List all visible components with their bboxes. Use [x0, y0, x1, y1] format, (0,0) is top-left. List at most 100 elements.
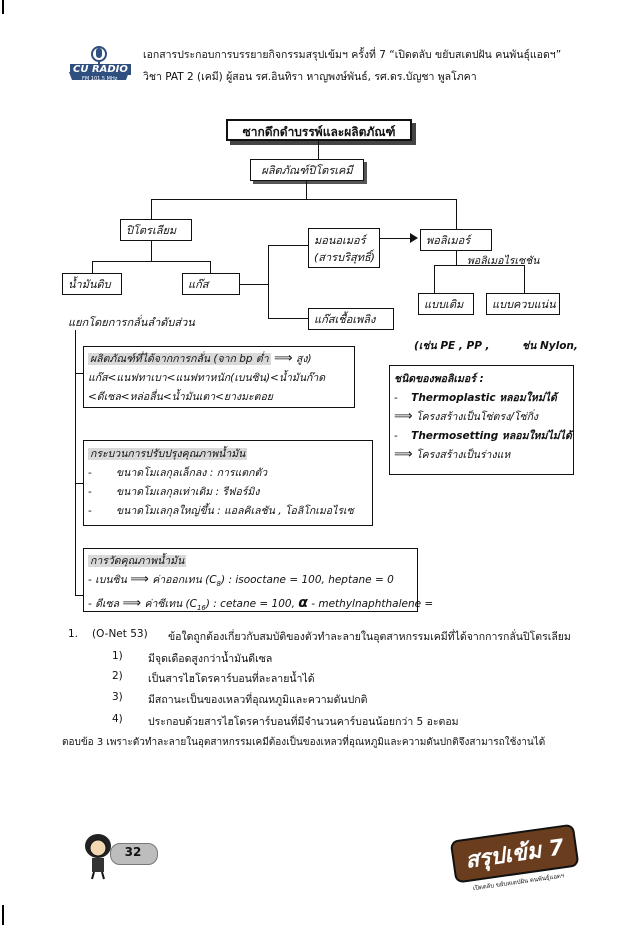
- connector-line: [210, 261, 211, 273]
- arrow-icon: ⟹: [273, 351, 293, 366]
- footer-logo: สรุปเข้ม 7 เปิดตลับ ขยับสเตปฝัน คนพันธุ์…: [449, 823, 582, 897]
- choice-number: 3): [112, 691, 123, 703]
- connector-line: [434, 265, 524, 266]
- crude-oil-box: น้ำมันดิบ: [62, 273, 122, 295]
- thermosetting-label: Thermosetting หลอมใหม่ไม่ได้: [411, 430, 572, 442]
- gas-box: แก๊ส: [182, 273, 240, 295]
- fuel-gas-box: แก๊สเชื้อเพลิง: [308, 308, 394, 330]
- connector-line: [524, 265, 525, 293]
- connector-line: [151, 199, 152, 219]
- cetane-subscript: 16: [196, 604, 206, 613]
- dash: -: [88, 467, 92, 479]
- petrochemical-box: ผลิตภัณฑ์ปิโตรเคมี: [250, 159, 364, 181]
- answer-text: ตอบข้อ 3 เพราะตัวทำละลายในอุตสาหกรรมเคมี…: [62, 737, 546, 748]
- cetane-end: - methylnaphthalene =: [311, 598, 434, 611]
- mascot-icon: [80, 830, 140, 880]
- connector-line: [456, 251, 457, 265]
- dash: -: [88, 505, 92, 517]
- polymer-examples: (เช่น PE , PP ,: [414, 340, 490, 352]
- addition-polymer-box: แบบเติม: [418, 293, 474, 315]
- oil-quality-box: การวัดคุณภาพน้ำมัน - เบนซิน ⟹ ค่าออกเทน …: [83, 548, 433, 613]
- list-item: - ขนาดโมเลกุลเท่าเดิม : รีฟอร์มิง: [88, 483, 368, 502]
- thermosetting-desc: โครงสร้างเป็นร่างแห: [415, 449, 511, 461]
- monomer-pure-label: (สารบริสุทธิ์): [314, 251, 375, 264]
- distillation-line-2: <ดีเซล<หล่อลื่น<น้ำมันเตา<ยางมะตอย: [88, 391, 273, 403]
- diesel-label: - ดีเซล: [88, 598, 120, 611]
- crop-mark: [2, 905, 4, 925]
- arrow-icon: ⟹: [394, 447, 413, 462]
- choice-text: มีสถานะเป็นของเหลวที่อุณหภูมิและความดันป…: [148, 694, 368, 706]
- connector-line: [268, 318, 308, 319]
- dash: -: [394, 392, 398, 404]
- octane-value: ค่าออกเทน (C: [152, 574, 217, 586]
- distillation-box: ผลิตภัณฑ์ที่ได้จากการกลั่น (จาก bp ต่ำ ⟹…: [83, 346, 355, 408]
- connector-line: [92, 261, 210, 262]
- connector-line: [306, 181, 307, 199]
- choice-text: มีจุดเดือดสูงกว่าน้ำมันดีเซล: [148, 653, 273, 665]
- monomer-box: มอนอเมอร์ (สารบริสุทธิ์): [308, 228, 380, 268]
- oil-improvement-box: กระบวนการปรับปรุงคุณภาพน้ำมัน - ขนาดโมเลก…: [83, 440, 373, 526]
- connector-line: [151, 241, 152, 261]
- distillation-title-end: สูง): [295, 353, 312, 365]
- page-number: 32: [124, 845, 142, 859]
- improvement-item: ขนาดโมเลกุลเล็กลง : การแตกตัว: [116, 467, 268, 479]
- connector-line: [75, 330, 76, 596]
- arrow-icon: ⟹: [394, 409, 413, 424]
- connector-line: [240, 284, 268, 285]
- monomer-label: มอนอเมอร์: [314, 234, 366, 247]
- connector-line: [318, 141, 319, 159]
- separation-label: แยกโดยการกลั่นลำดับส่วน: [68, 316, 195, 329]
- cetane-rest: ) : cetane = 100,: [205, 598, 295, 611]
- polymer-types-box: ชนิดของพอลิเมอร์ : - Thermoplastic หลอมใ…: [389, 365, 574, 475]
- petroleum-box: ปิโตรเลียม: [120, 219, 192, 241]
- question-stem: ข้อใดถูกต้องเกี่ยวกับสมบัติของตัวทำละลาย…: [168, 631, 571, 643]
- thermoplastic-label: Thermoplastic หลอมใหม่ได้: [411, 392, 557, 404]
- diagram-title: ซากดึกดำบรรพ์และผลิตภัณฑ์: [226, 119, 412, 141]
- connector-line: [92, 261, 93, 273]
- choice-text: ประกอบด้วยสารไฮโดรคาร์บอนที่มีจำนวนคาร์บ…: [148, 716, 459, 728]
- cu-radio-logo: CU RADIO FM 101.5 MHz: [66, 44, 132, 84]
- logo-subtext: FM 101.5 MHz: [82, 76, 118, 82]
- page-number-badge: [110, 843, 158, 865]
- polymerization-label: พอลิเมอไรเซชัน: [467, 255, 540, 267]
- connector-line: [75, 373, 83, 374]
- octane-rest: ) : isooctane = 100, heptane = 0: [221, 574, 394, 586]
- connector-line: [268, 245, 308, 246]
- condensation-polymer-box: แบบควบแน่น: [486, 293, 560, 315]
- dash: -: [394, 430, 398, 442]
- choice-text: เป็นสารไฮโดรคาร์บอนที่ละลายน้ำได้: [148, 673, 315, 685]
- improvement-item: ขนาดโมเลกุลใหญ่ขึ้น : แอลคิเลชัน , โอลิโ…: [116, 505, 354, 517]
- alpha-symbol: α: [298, 595, 308, 612]
- thermoplastic-desc: โครงสร้างเป็นโซ่ตรง/โซ่กิ่ง: [415, 411, 539, 423]
- octane-subscript: 8: [216, 580, 222, 589]
- distillation-title: ผลิตภัณฑ์ที่ได้จากการกลั่น (จาก bp ต่ำ: [88, 353, 271, 365]
- question-number: 1.: [68, 628, 79, 640]
- dash: -: [88, 486, 92, 498]
- connector-line: [434, 265, 435, 293]
- gasoline-label: - เบนซิน: [88, 574, 127, 586]
- arrow-line: [380, 238, 416, 239]
- polymer-types-title: ชนิดของพอลิเมอร์ :: [394, 373, 484, 385]
- arrow-icon: ⟹: [130, 572, 149, 587]
- connector-line: [75, 483, 83, 484]
- polymer-box: พอลิเมอร์: [420, 229, 492, 251]
- choice-number: 4): [112, 713, 123, 725]
- polymer-examples-2: ช่น Nylon,: [522, 340, 578, 352]
- quality-title: การวัดคุณภาพน้ำมัน: [88, 555, 187, 567]
- question-source: (O-Net 53): [92, 628, 148, 640]
- improvement-title: กระบวนการปรับปรุงคุณภาพน้ำมัน: [88, 448, 248, 460]
- list-item: - ขนาดโมเลกุลใหญ่ขึ้น : แอลคิเลชัน , โอลิ…: [88, 502, 368, 521]
- connector-line: [268, 245, 269, 319]
- logo-text: CU RADIO: [70, 64, 131, 75]
- crop-mark: [2, 0, 4, 14]
- choice-number: 1): [112, 650, 123, 662]
- connector-line: [151, 199, 456, 200]
- arrow-icon: ⟹: [122, 596, 142, 612]
- header-line-1: เอกสารประกอบการบรรยายกิจกรรมสรุปเข้มฯ คร…: [143, 49, 562, 61]
- improvement-item: ขนาดโมเลกุลเท่าเดิม : รีฟอร์มิง: [116, 486, 260, 498]
- cetane-value: ค่าซีเทน (C: [144, 598, 197, 611]
- connector-line: [456, 199, 457, 229]
- arrow-head: [410, 233, 418, 243]
- header-line-2: วิชา PAT 2 (เคมี) ผู้สอน รศ.อินทิรา หาญพ…: [143, 71, 477, 83]
- list-item: - ขนาดโมเลกุลเล็กลง : การแตกตัว: [88, 464, 368, 483]
